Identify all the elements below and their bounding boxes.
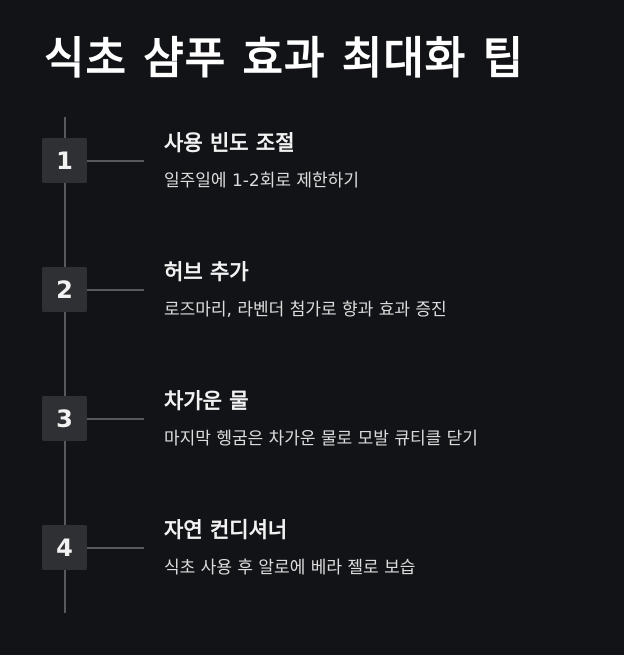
step-description: 마지막 헹굼은 차가운 물로 모발 큐티클 닫기 (164, 429, 478, 449)
step-connector (87, 160, 144, 162)
step-title: 자연 컨디셔너 (164, 518, 288, 542)
step-number-badge: 3 (42, 396, 87, 441)
page-title: 식초 샴푸 효과 최대화 팁 (44, 33, 525, 84)
step-3: 3 차가운 물 마지막 헹굼은 차가운 물로 모발 큐티클 닫기 (0, 386, 624, 486)
step-2: 2 허브 추가 로즈마리, 라벤더 첨가로 향과 효과 증진 (0, 257, 624, 357)
step-connector (87, 289, 144, 291)
step-title: 사용 빈도 조절 (164, 131, 295, 155)
step-connector (87, 547, 144, 549)
step-title: 차가운 물 (164, 389, 249, 413)
step-number-badge: 4 (42, 525, 87, 570)
timeline-line (64, 117, 66, 613)
step-number-badge: 2 (42, 267, 87, 312)
step-description: 일주일에 1-2회로 제한하기 (164, 171, 359, 191)
step-description: 식초 사용 후 알로에 베라 젤로 보습 (164, 558, 416, 578)
step-connector (87, 418, 144, 420)
step-4: 4 자연 컨디셔너 식초 사용 후 알로에 베라 젤로 보습 (0, 515, 624, 615)
step-description: 로즈마리, 라벤더 첨가로 향과 효과 증진 (164, 300, 447, 320)
step-title: 허브 추가 (164, 260, 249, 284)
step-number-badge: 1 (42, 138, 87, 183)
step-1: 1 사용 빈도 조절 일주일에 1-2회로 제한하기 (0, 128, 624, 228)
